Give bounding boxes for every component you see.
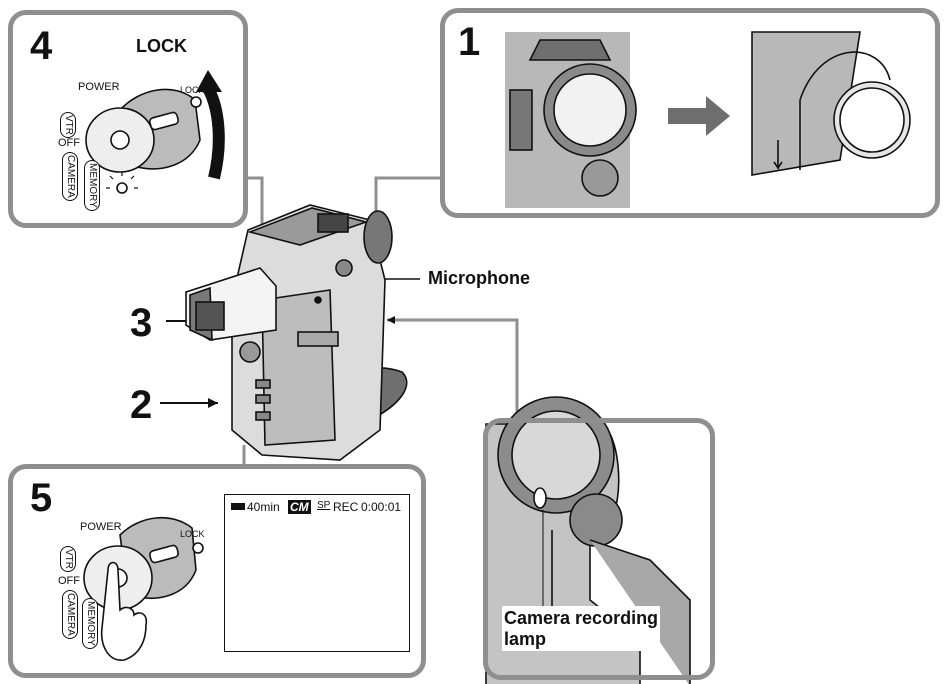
panel-step5 (8, 464, 426, 678)
panel4-vtr-tag: VTR (60, 112, 76, 138)
panel4-dial (85, 70, 225, 194)
step-2-number: 2 (130, 383, 153, 427)
step-4-number: 4 (30, 24, 53, 68)
step-3-number: 3 (130, 301, 153, 345)
panel1-lens-cap (505, 31, 935, 208)
panel5-memory-tag: MEMORY (82, 598, 98, 649)
panel5-camera-tag: CAMERA (62, 590, 78, 639)
panel5-lock-small: LOCK (180, 529, 205, 539)
cassette-memory-icon: CM (288, 500, 311, 514)
camcorder-illustration (185, 204, 408, 461)
panel-step1 (440, 8, 940, 218)
step-5-number: 5 (30, 476, 53, 520)
panel4-camera-tag: CAMERA (62, 152, 78, 201)
panel5-vtr-tag: VTR (60, 546, 76, 572)
panel5-off-label: OFF (58, 575, 80, 587)
panel5-dial (83, 516, 204, 661)
panel4-power-label: POWER (78, 81, 120, 93)
microphone-label: Microphone (428, 268, 530, 288)
step-1-number: 1 (458, 20, 481, 64)
panel4-lock-small: LOCK (180, 85, 205, 95)
panel-camera-lamp (483, 418, 715, 680)
tape-mode: SP (317, 500, 331, 511)
lcd-screen: 40min CM SP REC 0:00:01 (224, 494, 410, 652)
time-counter: 0:00:01 (361, 500, 402, 514)
panel5-power-label: POWER (80, 521, 122, 533)
rec-status: REC (333, 500, 359, 514)
camera-recording-lamp-label: Camera recording lamp (502, 606, 661, 652)
panel4-memory-tag: MEMORY (84, 160, 100, 211)
battery-remaining: 40min (247, 500, 280, 514)
lock-label: LOCK (136, 36, 187, 56)
panel-step4 (8, 10, 248, 228)
battery-icon (231, 503, 245, 510)
panel4-off-label: OFF (58, 137, 80, 149)
